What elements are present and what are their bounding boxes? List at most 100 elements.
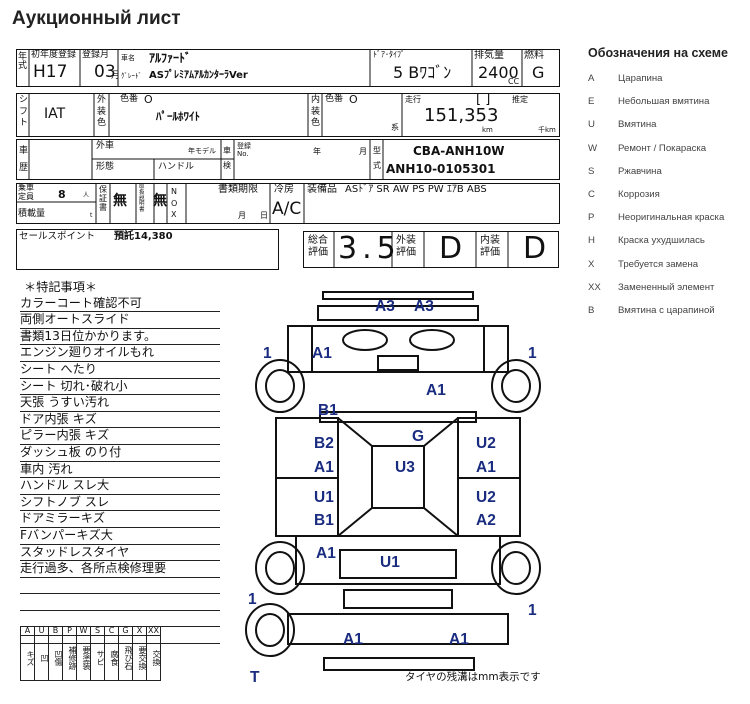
ext-score: D xyxy=(439,231,463,266)
legend-code: E xyxy=(588,96,595,108)
note-line: ハンドル スレ大 xyxy=(20,478,220,495)
legend-code: C xyxy=(588,189,595,201)
label-doc-day: 日 xyxy=(260,211,268,220)
sheet-grid xyxy=(16,49,560,270)
label-b2-left: B2 xyxy=(314,435,334,452)
label-doc-deadline: 書類期限 xyxy=(218,184,258,195)
front-bumper-top xyxy=(322,291,474,300)
ac-value: A/C xyxy=(272,199,302,219)
legend-label: Неоригинальная краска xyxy=(618,212,725,224)
label-right-rear-tire: 1 xyxy=(528,602,537,619)
label-right-front-tire: 1 xyxy=(528,345,537,362)
key-meaning: 凹 xyxy=(34,635,49,682)
legend-code: P xyxy=(588,212,595,224)
legend-code: U xyxy=(588,119,595,131)
label-first-reg: 初年度登録 xyxy=(31,50,77,60)
note-line: シート へたり xyxy=(20,362,220,379)
label-ton: t xyxy=(90,212,93,219)
note-line: 両側オートスライド xyxy=(20,312,220,329)
label-a3-right: A3 xyxy=(414,298,434,315)
legend-label: Краска ухудшилась xyxy=(618,235,705,247)
manual-none: 無 xyxy=(153,193,167,209)
legend-item: E Небольшая вмятина xyxy=(588,90,750,113)
headlight-left xyxy=(342,329,388,351)
label-ext-color-no: 色番 xyxy=(120,94,139,104)
note-line: スタッドレスタイヤ xyxy=(20,545,220,562)
legend-code: B xyxy=(588,304,595,316)
label-nox: N O X xyxy=(171,187,178,220)
legend-label: Небольшая вмятина xyxy=(618,96,710,108)
legend-item: B Вмятина с царапиной xyxy=(588,299,750,322)
grade: ASﾌﾟﾚﾐｱﾑｱﾙｶﾝﾀｰﾗVer xyxy=(149,70,248,81)
notes-title: ＊特記事項＊ xyxy=(24,280,98,294)
key-code: C xyxy=(104,625,119,637)
legend-code: A xyxy=(588,73,595,85)
label-shape: 形態 xyxy=(96,162,115,172)
mileage-bracket: [ ] xyxy=(476,92,491,107)
label-outer-color: 外車 xyxy=(96,141,115,151)
mileage: 151,353 xyxy=(424,105,499,126)
label-door-type: ﾄﾞｱ･ﾀｲﾌﾟ xyxy=(373,50,405,59)
legend-label: Требуется замена xyxy=(618,258,699,270)
total-score: 3.5 xyxy=(338,231,401,266)
label-doc-month: 月 xyxy=(238,211,246,220)
key-meaning: 凹傷 xyxy=(48,635,63,682)
fender-lines xyxy=(311,326,485,372)
label-person: 人 xyxy=(83,192,90,199)
chassis-number: ANH10-0105301 xyxy=(386,162,496,176)
key-meaning: 交換 xyxy=(146,635,161,682)
label-spare: T xyxy=(250,669,260,686)
legend-item: U Вмятина xyxy=(588,113,750,136)
note-line: 書類13日位かかります。 xyxy=(20,329,220,346)
legend-label: Коррозия xyxy=(618,189,660,201)
note-line: カラーコート確認不可 xyxy=(20,296,220,313)
rear-window xyxy=(343,589,453,609)
label-a1-right-door: A1 xyxy=(476,459,496,476)
label-u2-right: U2 xyxy=(476,435,496,452)
label-u3-roof: U3 xyxy=(395,459,415,476)
int-color-no: O xyxy=(349,93,358,106)
key-code: XX xyxy=(146,625,161,637)
displacement: 2400 xyxy=(478,63,519,82)
label-inspection: 車 検 xyxy=(223,146,231,171)
label-u1-rear: U1 xyxy=(380,554,400,571)
right-side xyxy=(457,417,521,537)
label-model-year: 年モデル xyxy=(188,147,216,155)
label-hood-a1: A1 xyxy=(426,382,446,399)
shift-value: IAT xyxy=(44,106,66,122)
notes-list: カラーコート確認不可両側オートスライド書類13日位かかります。エンジン廻りオイル… xyxy=(20,296,220,645)
key-meaning: 腐食 xyxy=(104,635,119,682)
label-sales-point: セールスポイント xyxy=(19,231,96,242)
sales-point-value: 預託14,380 xyxy=(114,231,173,242)
key-meaning: 要塗装 xyxy=(76,635,91,682)
key-code: G xyxy=(118,625,133,637)
front-bumper xyxy=(317,305,479,321)
front-right-tire xyxy=(491,359,541,413)
legend-code: XX xyxy=(588,281,601,293)
note-line: 天張 うすい汚れ xyxy=(20,395,220,412)
legend-label: Вмятина с царапиной xyxy=(618,304,715,316)
legend-label: Вмятина xyxy=(618,119,657,131)
note-line: エンジン廻りオイルもれ xyxy=(20,345,220,362)
key-code: P xyxy=(62,625,77,637)
model-code: CBA-ANH10W xyxy=(413,144,505,158)
label-manual: 取扱説明書 xyxy=(139,184,145,214)
legend-code: S xyxy=(588,165,595,177)
label-displacement: 排気量 xyxy=(474,50,504,61)
label-car-name: 車名 xyxy=(121,54,135,62)
label-shift: シ フ ト xyxy=(19,95,29,129)
label-u2-right-rear: U2 xyxy=(476,489,496,506)
key-code: X xyxy=(132,625,147,637)
label-ext-eval: 外装 評価 xyxy=(396,235,416,258)
label-car-history: 車 歴 xyxy=(19,146,29,174)
front-left-tire xyxy=(255,359,305,413)
note-line xyxy=(20,611,220,628)
key-code: B xyxy=(48,625,63,637)
